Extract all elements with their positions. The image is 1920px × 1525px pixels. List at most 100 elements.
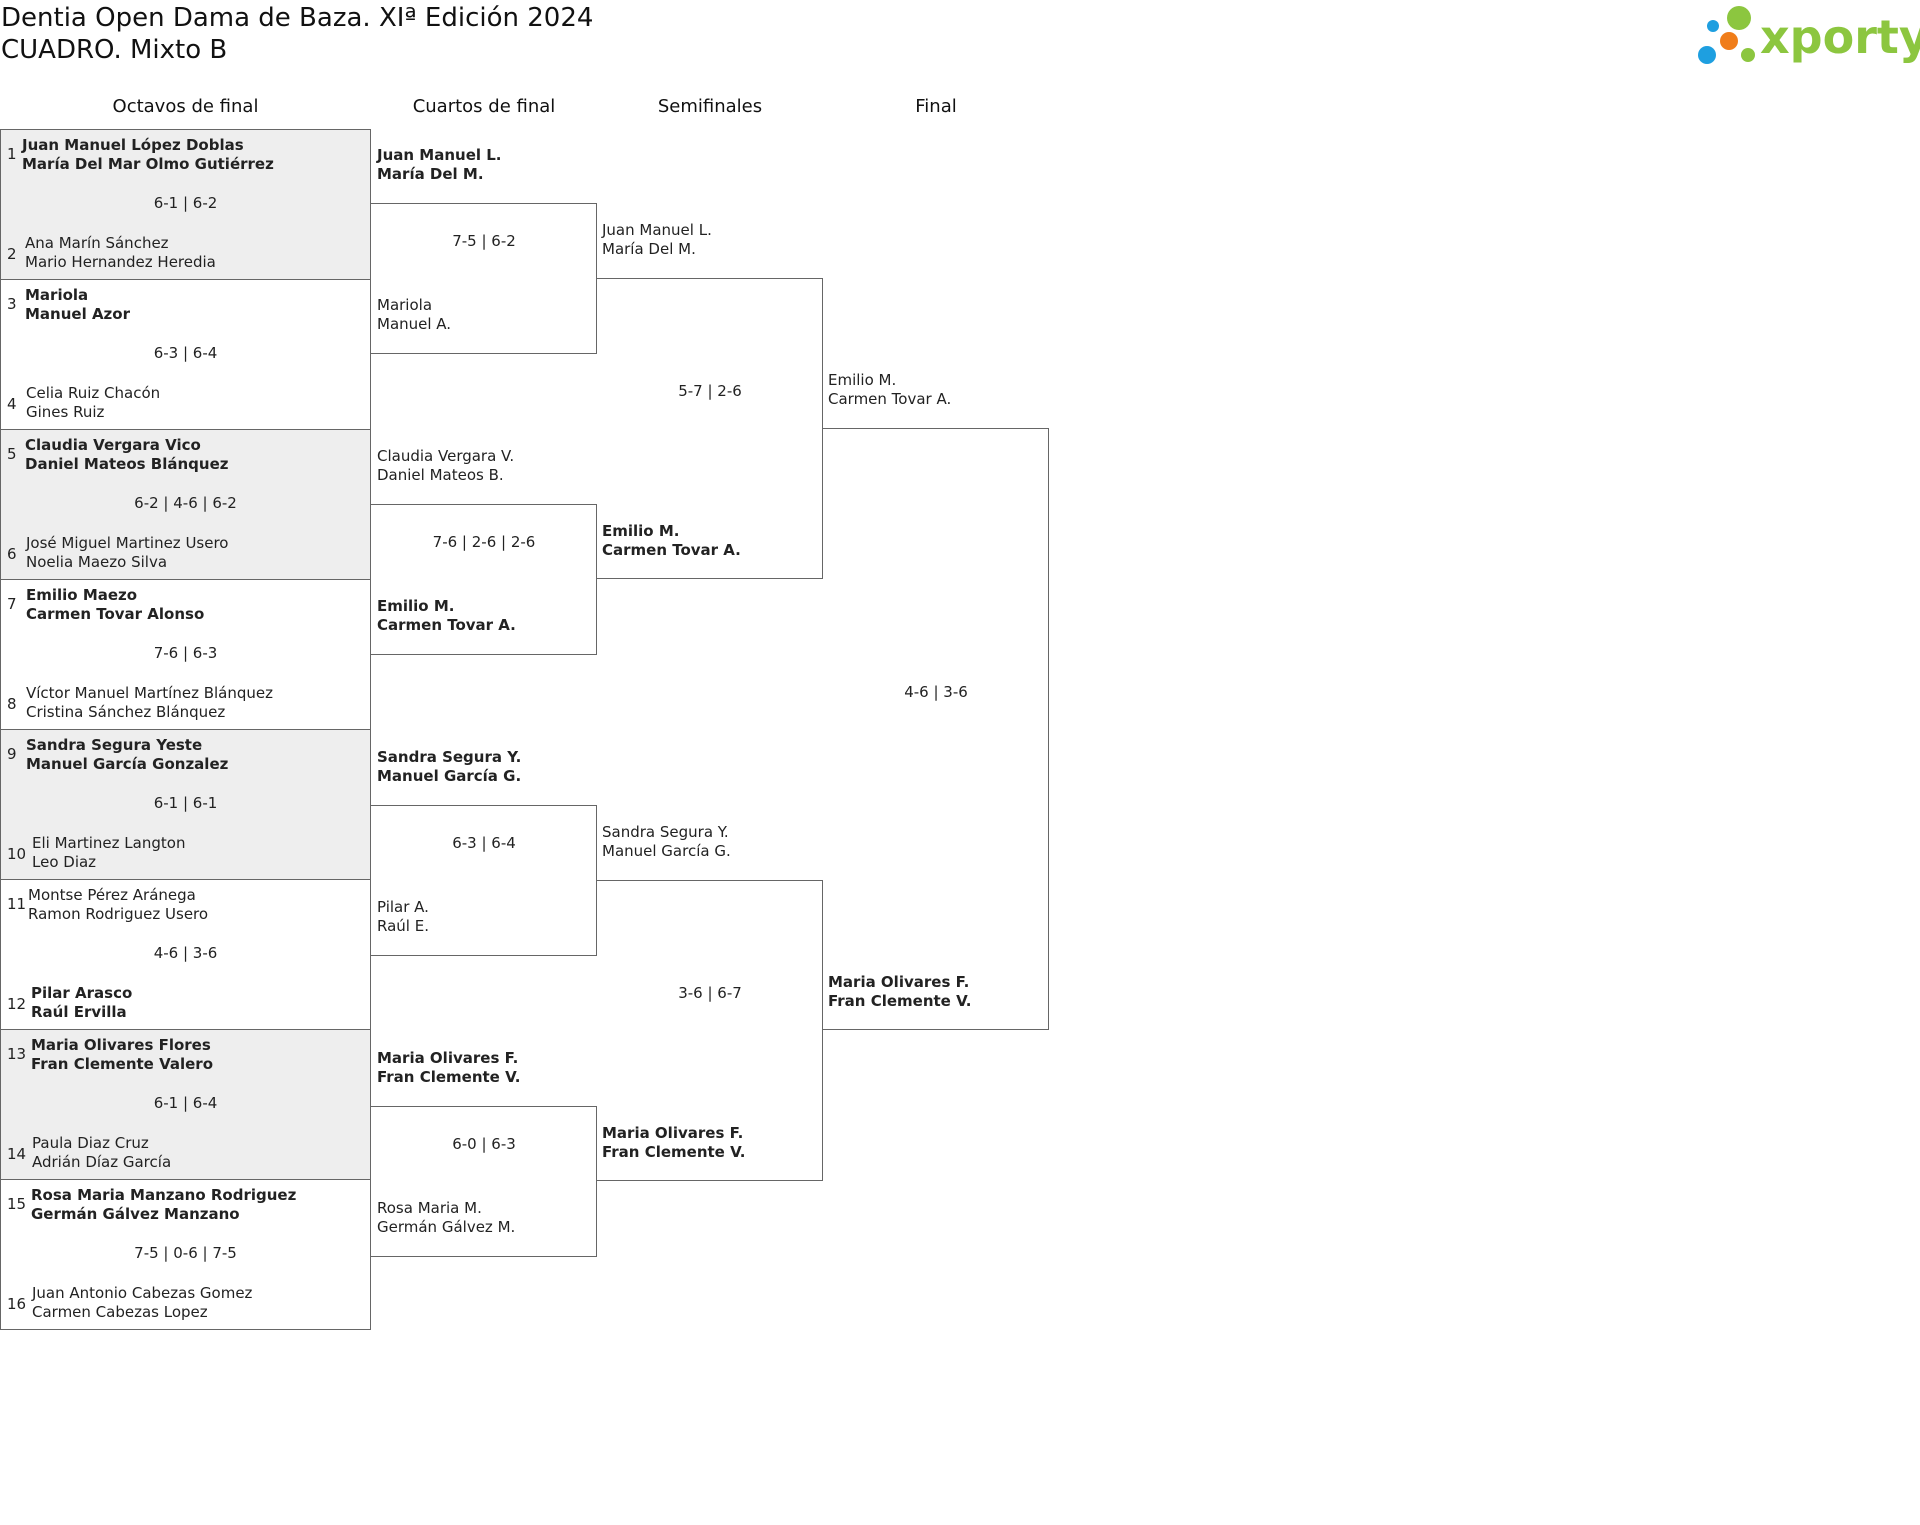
r16-match[interactable]: 9 Sandra Segura Yeste Manuel García Gonz… [0, 729, 371, 880]
player-name: Mario Hernandez Heredia [25, 253, 216, 271]
match-score: 6-2 | 4-6 | 6-2 [134, 494, 237, 512]
player-name: Rosa Maria M. [377, 1199, 482, 1217]
player-name: Emilio M. [828, 371, 897, 389]
player-name: Daniel Mateos B. [377, 466, 504, 484]
player-name: Leo Diaz [32, 853, 97, 871]
player-name: Fran Clemente V. [828, 992, 972, 1010]
player-name: Daniel Mateos Blánquez [25, 455, 229, 473]
final-bracket-connector [823, 428, 1049, 1030]
player-name: Noelia Maezo Silva [26, 553, 168, 571]
match-score: 6-3 | 6-4 [153, 344, 218, 362]
logo-wordmark: xporty [1760, 10, 1920, 64]
seed-number: 11 [7, 895, 27, 913]
player-name: Claudia Vergara V. [377, 447, 515, 465]
player-name: Maria Olivares Flores [31, 1036, 211, 1054]
player-name: Víctor Manuel Martínez Blánquez [26, 684, 273, 702]
player-name: Pilar Arasco [31, 984, 133, 1002]
qf-team: Juan Manuel L. María Del M. [377, 146, 501, 184]
r16-match[interactable]: 11 Montse Pérez Aránega Ramon Rodriguez … [0, 879, 371, 1030]
qf-bracket-connector [371, 504, 597, 655]
sf-bracket-connector [597, 880, 823, 1181]
match-score: 6-1 | 6-4 [153, 1094, 218, 1112]
player-name: María Del M. [602, 240, 696, 258]
player-name: Celia Ruiz Chacón [26, 384, 161, 402]
player-name: Juan Manuel López Doblas [22, 136, 244, 154]
player-name: Manuel García G. [377, 767, 522, 785]
qf-bracket-connector [371, 805, 597, 956]
player-name: Pilar A. [377, 898, 429, 916]
qf-team: Pilar A. Raúl E. [377, 898, 429, 936]
player-name: Emilio Maezo [26, 586, 138, 604]
match-score: 7-5 | 0-6 | 7-5 [134, 1244, 237, 1262]
player-name: Cristina Sánchez Blánquez [26, 703, 226, 721]
round-header-r16: Octavos de final [112, 96, 259, 117]
player-name: Emilio M. [377, 597, 455, 615]
logo-dot-green-icon [1727, 6, 1751, 30]
qf-team: Emilio M. Carmen Tovar A. [377, 597, 516, 635]
seed-number: 9 [7, 745, 17, 763]
r16-match[interactable]: 1 Juan Manuel López Doblas María Del Mar… [0, 129, 371, 280]
qf-bracket-connector [371, 203, 597, 354]
seed-number: 7 [7, 595, 17, 613]
player-name: Carmen Tovar A. [828, 390, 952, 408]
player-name: Carmen Tovar Alonso [26, 605, 205, 623]
qf-team: Maria Olivares F. Fran Clemente V. [377, 1049, 520, 1087]
match-score: 6-0 | 6-3 [452, 1135, 516, 1153]
player-name: José Miguel Martinez Usero [26, 534, 229, 552]
seed-number: 3 [7, 295, 17, 313]
sf-team: Juan Manuel L. María Del M. [602, 221, 712, 259]
seed-number: 15 [7, 1195, 27, 1213]
match-score: 7-6 | 2-6 | 2-6 [432, 533, 536, 551]
match-score: 5-7 | 2-6 [678, 382, 742, 400]
player-name: Manuel García Gonzalez [26, 755, 229, 773]
xporty-logo: xporty [1695, 4, 1920, 74]
player-name: Paula Diaz Cruz [32, 1134, 149, 1152]
player-name: Maria Olivares F. [602, 1124, 744, 1142]
player-name: Ana Marín Sánchez [25, 234, 169, 252]
qf-bracket-connector [371, 1106, 597, 1257]
r16-match[interactable]: 3 Mariola Manuel Azor 6-3 | 6-4 4 Celia … [0, 279, 371, 430]
player-name: Juan Manuel L. [602, 221, 712, 239]
player-name: Juan Antonio Cabezas Gomez [32, 1284, 253, 1302]
seed-number: 10 [7, 845, 27, 863]
player-name: Germán Gálvez M. [377, 1218, 516, 1236]
seed-number: 12 [7, 995, 27, 1013]
player-name: Fran Clemente V. [377, 1068, 521, 1086]
player-name: Emilio M. [602, 522, 680, 540]
match-score: 7-6 | 6-3 [153, 644, 218, 662]
player-name: Mariola [25, 286, 89, 304]
seed-number: 14 [7, 1145, 27, 1163]
sf-bracket-connector [597, 278, 823, 579]
logo-dot-blue-small-icon [1707, 20, 1719, 32]
player-name: Montse Pérez Aránega [28, 886, 196, 904]
player-name: Manuel García G. [602, 842, 731, 860]
seed-number: 8 [7, 695, 17, 713]
player-name: Sandra Segura Yeste [26, 736, 203, 754]
match-score: 4-6 | 3-6 [904, 683, 968, 701]
seed-number: 6 [7, 545, 17, 563]
final-team: Emilio M. Carmen Tovar A. [828, 371, 951, 409]
qf-team: Sandra Segura Y. Manuel García G. [377, 748, 521, 786]
player-name: Manuel Azor [25, 305, 130, 323]
final-team: Maria Olivares F. Fran Clemente V. [828, 973, 971, 1011]
player-name: Mariola [377, 296, 433, 314]
match-score: 6-1 | 6-2 [153, 194, 218, 212]
player-name: Ramon Rodriguez Usero [28, 905, 209, 923]
seed-number: 4 [7, 395, 17, 413]
player-name: Raúl E. [377, 917, 429, 935]
logo-dot-green-small-icon [1741, 48, 1755, 62]
round-header-sf: Semifinales [657, 96, 763, 117]
player-name: Claudia Vergara Vico [25, 436, 201, 454]
player-name: Fran Clemente Valero [31, 1055, 214, 1073]
seed-number: 1 [7, 145, 17, 163]
r16-match[interactable]: 15 Rosa Maria Manzano Rodriguez Germán G… [0, 1179, 371, 1330]
r16-match[interactable]: 7 Emilio Maezo Carmen Tovar Alonso 7-6 |… [0, 579, 371, 730]
r16-match[interactable]: 5 Claudia Vergara Vico Daniel Mateos Blá… [0, 429, 371, 580]
player-name: Manuel A. [377, 315, 452, 333]
r16-match[interactable]: 13 Maria Olivares Flores Fran Clemente V… [0, 1029, 371, 1180]
player-name: Raúl Ervilla [31, 1003, 127, 1021]
match-score: 4-6 | 3-6 [153, 944, 218, 962]
draw-subtitle: CUADRO. Mixto B [1, 35, 228, 65]
player-name: Germán Gálvez Manzano [31, 1205, 240, 1223]
sf-team: Sandra Segura Y. Manuel García G. [602, 823, 731, 861]
